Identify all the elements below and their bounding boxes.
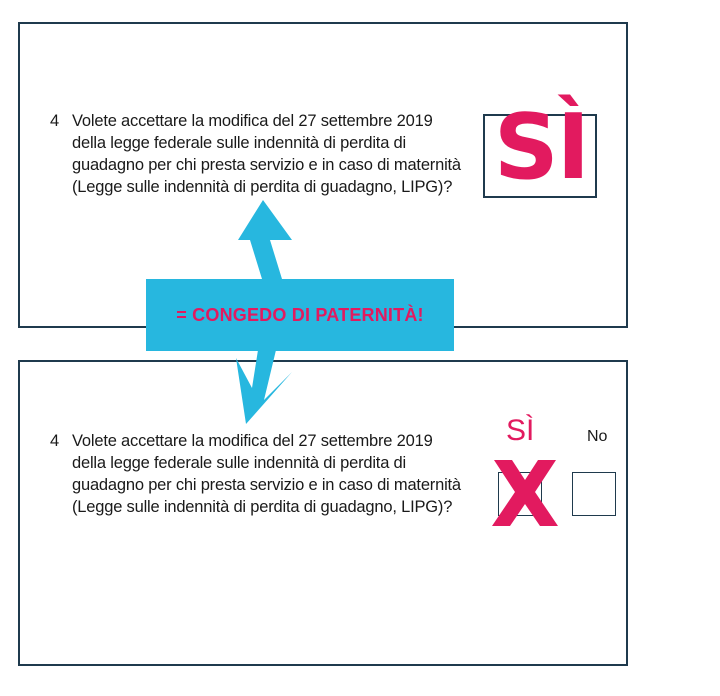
question-line: Volete accettare la modifica del 27 sett… — [72, 432, 433, 450]
no-checkbox[interactable] — [572, 472, 616, 516]
question-line: (Legge sulle indennità di perdita di gua… — [72, 498, 453, 516]
question-number: 4 — [50, 432, 59, 450]
question-block-bottom: 4 Volete accettare la modifica del 27 se… — [50, 430, 480, 518]
question-line: (Legge sulle indennità di perdita di gua… — [72, 178, 453, 196]
question-line: della legge federale sulle indennità di … — [72, 454, 406, 472]
ballot-card-top: 4 Volete accettare la modifica del 27 se… — [18, 22, 628, 328]
ballot-card-bottom: 4 Volete accettare la modifica del 27 se… — [18, 360, 628, 666]
answer-box: SÌ — [483, 95, 597, 200]
no-label: No — [587, 428, 608, 445]
question-block-top: 4 Volete accettare la modifica del 27 se… — [50, 110, 480, 198]
question-number: 4 — [50, 112, 59, 130]
x-mark-icon — [492, 460, 558, 526]
yes-label: SÌ — [506, 414, 535, 447]
question-text: Volete accettare la modifica del 27 sett… — [72, 110, 461, 198]
question-line: Volete accettare la modifica del 27 sett… — [72, 112, 433, 130]
question-text: Volete accettare la modifica del 27 sett… — [72, 430, 461, 518]
question-line: guadagno per chi presta servizio e in ca… — [72, 476, 461, 494]
paternity-banner: = CONGEDO DI PATERNITÀ! — [146, 279, 454, 351]
banner-text: = CONGEDO DI PATERNITÀ! — [176, 304, 424, 325]
question-line: della legge federale sulle indennità di … — [72, 134, 406, 152]
answer-text: SÌ — [493, 95, 590, 200]
question-line: guadagno per chi presta servizio e in ca… — [72, 156, 461, 174]
